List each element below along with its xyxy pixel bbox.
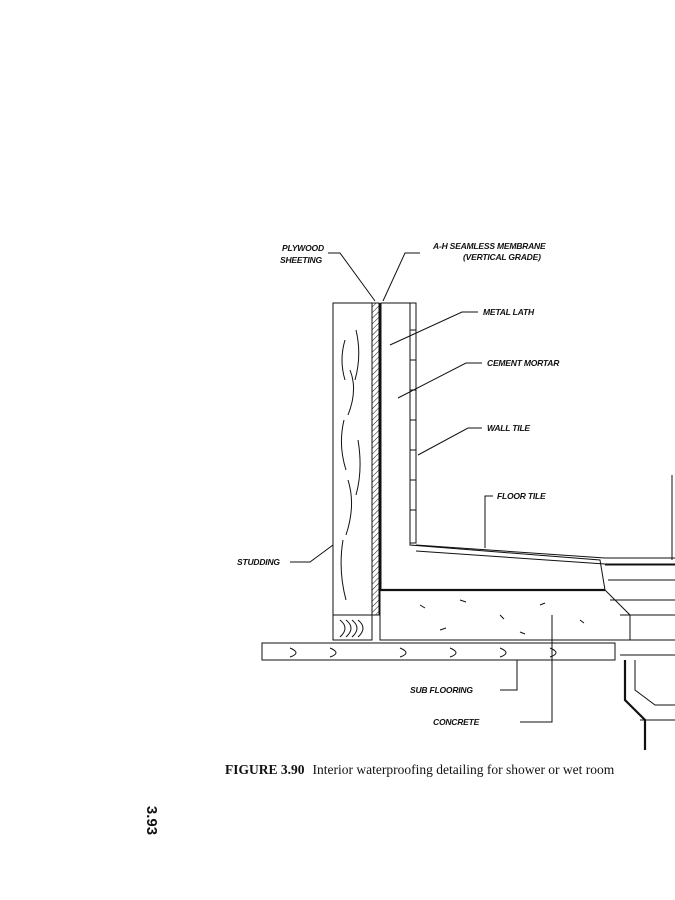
label-membrane: A-H SEAMLESS MEMBRANE <box>432 241 546 251</box>
leader-lines <box>290 252 553 723</box>
label-floor-tile: FLOOR TILE <box>497 491 546 501</box>
label-membrane-grade: (VERTICAL GRADE) <box>463 252 541 262</box>
plywood-sheeting <box>371 302 380 616</box>
label-studding: STUDDING <box>237 557 280 567</box>
figure-caption: FIGURE 3.90 Interior waterproofing detail… <box>225 762 614 778</box>
label-sheeting: SHEETING <box>280 255 322 265</box>
label-sub-flooring: SUB FLOORING <box>410 685 473 695</box>
label-wall-tile: WALL TILE <box>487 423 530 433</box>
figure-number: FIGURE 3.90 <box>225 762 305 777</box>
label-metal-lath: METAL LATH <box>483 307 535 317</box>
studding <box>332 302 373 641</box>
figure-caption-text: Interior waterproofing detailing for sho… <box>312 762 615 777</box>
drain-assembly <box>605 475 675 750</box>
label-concrete: CONCRETE <box>433 717 480 727</box>
wall-tile <box>409 302 417 544</box>
page-number: 3.93 <box>143 805 161 836</box>
concrete <box>379 589 631 641</box>
label-plywood: PLYWOOD <box>282 243 324 253</box>
floor-tile <box>415 544 675 565</box>
cement-mortar <box>380 302 606 591</box>
label-cement-mortar: CEMENT MORTAR <box>487 358 560 368</box>
sub-flooring <box>261 642 616 661</box>
